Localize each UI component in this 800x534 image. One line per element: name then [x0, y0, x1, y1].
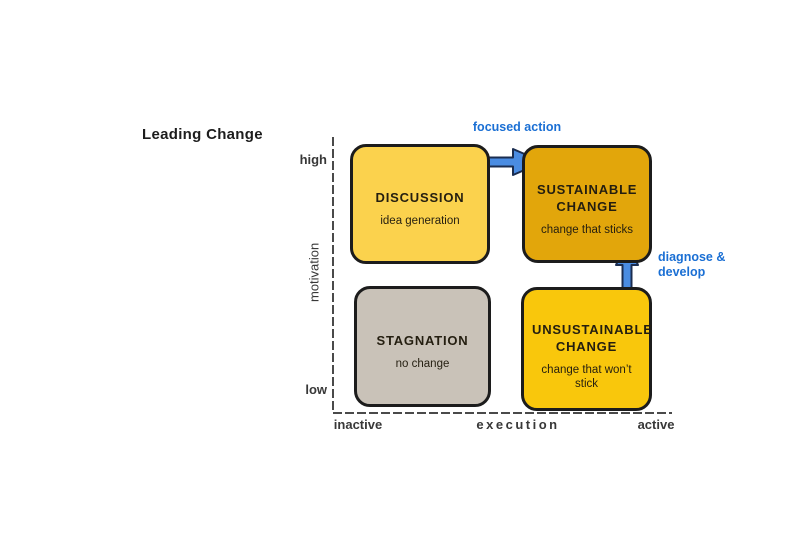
x-axis-label: execution: [476, 417, 560, 432]
x-axis-tick-active: active: [637, 417, 675, 432]
quadrant-sustainable-change: SUSTAINABLE CHANGE change that sticks: [522, 145, 652, 263]
quadrant-unsustainable-title: UNSUSTAINABLE CHANGE: [532, 322, 653, 355]
quadrant-stagnation-subtitle: no change: [395, 358, 450, 371]
quadrant-discussion: DISCUSSION idea generation: [350, 144, 490, 264]
y-axis-tick-high: high: [299, 152, 327, 167]
focused-action-label: focused action: [472, 120, 562, 134]
quadrant-discussion-title: DISCUSSION: [375, 189, 465, 205]
x-axis-tick-inactive: inactive: [333, 417, 383, 432]
y-axis-tick-low: low: [305, 382, 327, 397]
diagnose-develop-label: diagnose & develop: [658, 250, 726, 279]
quadrant-stagnation-title: STAGNATION: [376, 333, 469, 349]
quadrant-unsustainable-change: UNSUSTAINABLE CHANGE change that won’t s…: [521, 287, 652, 411]
y-axis-label: motivation: [306, 242, 322, 303]
quadrant-sustainable-subtitle: change that sticks: [540, 223, 634, 236]
quadrant-unsustainable-subtitle: change that won’t stick: [541, 364, 632, 390]
quadrant-discussion-subtitle: idea generation: [380, 214, 460, 227]
quadrant-sustainable-title: SUSTAINABLE CHANGE: [537, 182, 638, 215]
quadrant-stagnation: STAGNATION no change: [354, 286, 491, 407]
diagram-title: Leading Change: [142, 126, 263, 143]
